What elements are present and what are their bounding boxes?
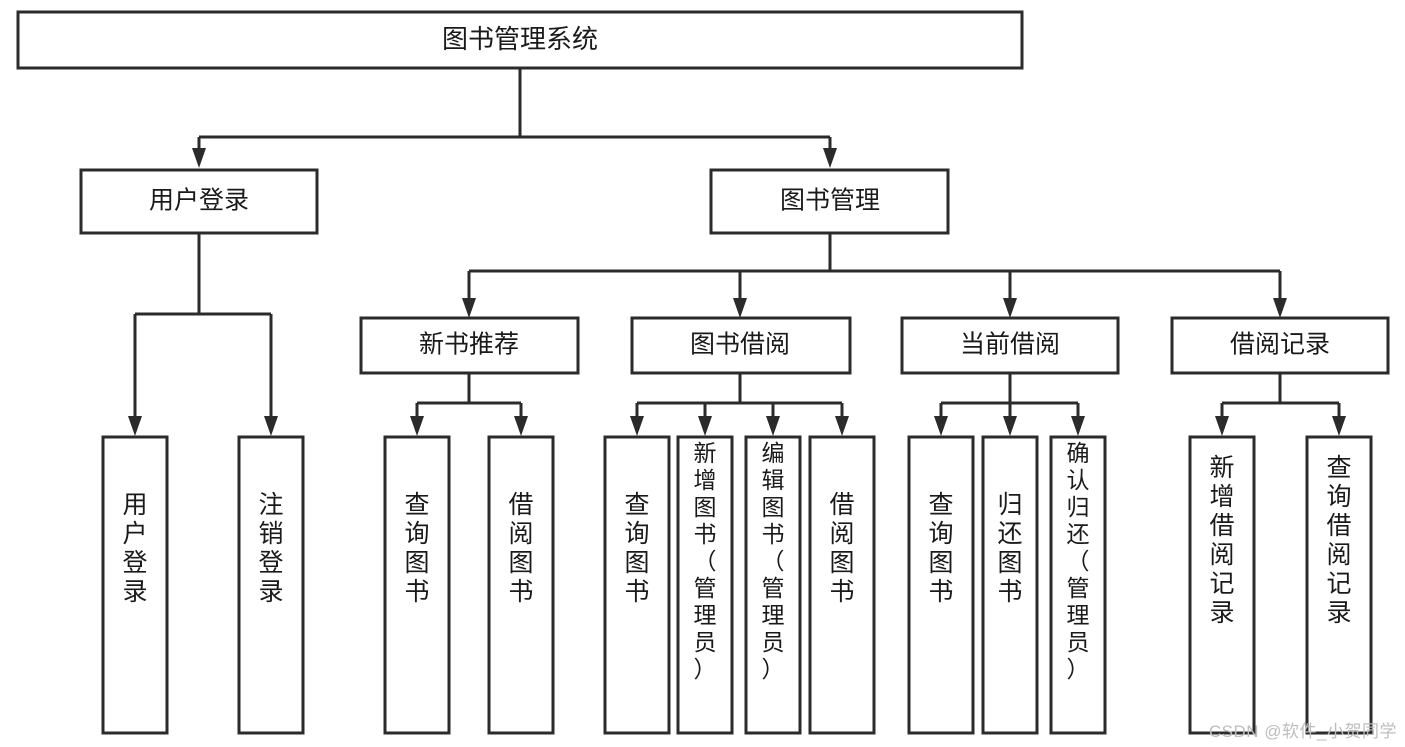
node-borrow-record-label: 借阅记录 xyxy=(1230,331,1330,359)
node-book-borrow[interactable]: 图书借阅 xyxy=(630,316,852,375)
node-leaf-query-record-box[interactable] xyxy=(1305,435,1373,735)
node-leaf-add-record-box[interactable] xyxy=(1188,435,1256,735)
arrowhead-leaf-query-book-3 xyxy=(934,416,948,436)
node-user-login[interactable]: 用户登录 xyxy=(79,168,319,235)
node-book-borrow-label: 图书借阅 xyxy=(690,331,790,359)
arrowhead-leaf-query-record xyxy=(1332,416,1346,436)
node-leaf-borrow-book-2-label: 借阅图书 xyxy=(829,491,854,606)
node-leaf-add-book-box[interactable] xyxy=(676,435,734,735)
node-leaf-edit-book-box[interactable] xyxy=(744,435,802,735)
node-user-login-label: 用户登录 xyxy=(149,187,249,215)
node-leaf-query-book-1-label: 查询图书 xyxy=(404,491,429,606)
arrowhead-user-login xyxy=(192,148,206,168)
node-new-book-recommend[interactable]: 新书推荐 xyxy=(359,316,580,375)
arrowhead-leaf-add-record xyxy=(1215,416,1229,436)
node-current-borrow-label: 当前借阅 xyxy=(960,331,1060,359)
node-leaf-borrow-book-2[interactable]: 借阅图书 xyxy=(808,435,876,735)
node-leaf-borrow-book-2-box[interactable] xyxy=(808,435,876,735)
node-leaf-add-record-label: 新增借阅记录 xyxy=(1209,454,1234,627)
node-leaf-confirm-return-label: 确认归还（管理员） xyxy=(1067,440,1090,682)
node-leaf-add-book[interactable]: 新增图书（管理员） xyxy=(676,435,734,735)
node-leaf-return-book-label: 归还图书 xyxy=(997,491,1022,606)
node-leaf-return-book-box[interactable] xyxy=(981,435,1039,735)
node-book-management-box[interactable] xyxy=(709,168,950,235)
arrowhead-leaf-query-book-2 xyxy=(630,416,644,436)
node-new-book-recommend-label: 新书推荐 xyxy=(419,331,519,359)
node-leaf-confirm-return-box[interactable] xyxy=(1049,435,1107,735)
node-borrow-record-box[interactable] xyxy=(1170,316,1390,375)
node-current-borrow-box[interactable] xyxy=(900,316,1120,375)
node-leaf-borrow-book-1-label: 借阅图书 xyxy=(508,491,533,606)
arrowhead-leaf-borrow-book-1 xyxy=(514,416,528,436)
node-leaf-query-book-2-box[interactable] xyxy=(603,435,671,735)
node-leaf-borrow-book-1-box[interactable] xyxy=(487,435,555,735)
node-borrow-record[interactable]: 借阅记录 xyxy=(1170,316,1390,375)
node-leaf-query-record[interactable]: 查询借阅记录 xyxy=(1305,435,1373,735)
node-leaf-confirm-return[interactable]: 确认归还（管理员） xyxy=(1049,435,1107,735)
node-leaf-edit-book-label: 编辑图书（管理员） xyxy=(762,440,785,682)
arrowhead-leaf-add-book xyxy=(698,416,712,436)
arrowhead-leaf-confirm-return xyxy=(1071,416,1085,436)
node-leaf-query-book-1[interactable]: 查询图书 xyxy=(383,435,451,735)
node-leaf-query-book-3-box[interactable] xyxy=(907,435,975,735)
node-book-management-label: 图书管理 xyxy=(780,187,880,215)
node-leaf-user-login-label: 用户登录 xyxy=(122,491,147,606)
node-leaf-query-book-3[interactable]: 查询图书 xyxy=(907,435,975,735)
node-book-borrow-box[interactable] xyxy=(630,316,852,375)
node-root-label: 图书管理系统 xyxy=(442,24,598,54)
node-leaf-user-login-box[interactable] xyxy=(101,435,169,735)
node-leaf-query-record-label: 查询借阅记录 xyxy=(1326,454,1351,627)
arrowhead-borrow-record xyxy=(1273,298,1287,318)
node-leaf-user-logout-label: 注销登录 xyxy=(258,491,283,606)
node-leaf-user-logout[interactable]: 注销登录 xyxy=(237,435,305,735)
arrowhead-leaf-edit-book xyxy=(766,416,780,436)
arrowhead-current-borrow xyxy=(1003,298,1017,318)
node-leaf-query-book-2-label: 查询图书 xyxy=(624,491,649,606)
node-leaf-edit-book[interactable]: 编辑图书（管理员） xyxy=(744,435,802,735)
node-leaf-user-login[interactable]: 用户登录 xyxy=(101,435,169,735)
node-leaf-query-book-3-label: 查询图书 xyxy=(928,491,953,606)
arrowhead-leaf-borrow-book-2 xyxy=(835,416,849,436)
arrowhead-book-management xyxy=(823,148,837,168)
node-leaf-user-logout-box[interactable] xyxy=(237,435,305,735)
node-root[interactable]: 图书管理系统 xyxy=(16,10,1024,70)
node-user-login-box[interactable] xyxy=(79,168,319,235)
arrowhead-leaf-query-book-1 xyxy=(410,416,424,436)
node-new-book-recommend-box[interactable] xyxy=(359,316,580,375)
node-book-management[interactable]: 图书管理 xyxy=(709,168,950,235)
arrowhead-leaf-return-book xyxy=(1003,416,1017,436)
arrowhead-new-book-recommend xyxy=(462,298,476,318)
arrowhead-leaf-user-login xyxy=(128,416,142,436)
node-leaf-add-record[interactable]: 新增借阅记录 xyxy=(1188,435,1256,735)
node-leaf-borrow-book-1[interactable]: 借阅图书 xyxy=(487,435,555,735)
node-leaf-query-book-1-box[interactable] xyxy=(383,435,451,735)
node-current-borrow[interactable]: 当前借阅 xyxy=(900,316,1120,375)
edges-layer xyxy=(128,68,1346,436)
node-root-box[interactable] xyxy=(16,10,1024,70)
node-leaf-return-book[interactable]: 归还图书 xyxy=(981,435,1039,735)
node-leaf-query-book-2[interactable]: 查询图书 xyxy=(603,435,671,735)
csdn-watermark: CSDN @软件_小贺同学 xyxy=(1208,722,1397,741)
arrowhead-leaf-user-logout xyxy=(264,416,278,436)
arrowhead-book-borrow xyxy=(733,298,747,318)
node-leaf-add-book-label: 新增图书（管理员） xyxy=(694,440,717,682)
